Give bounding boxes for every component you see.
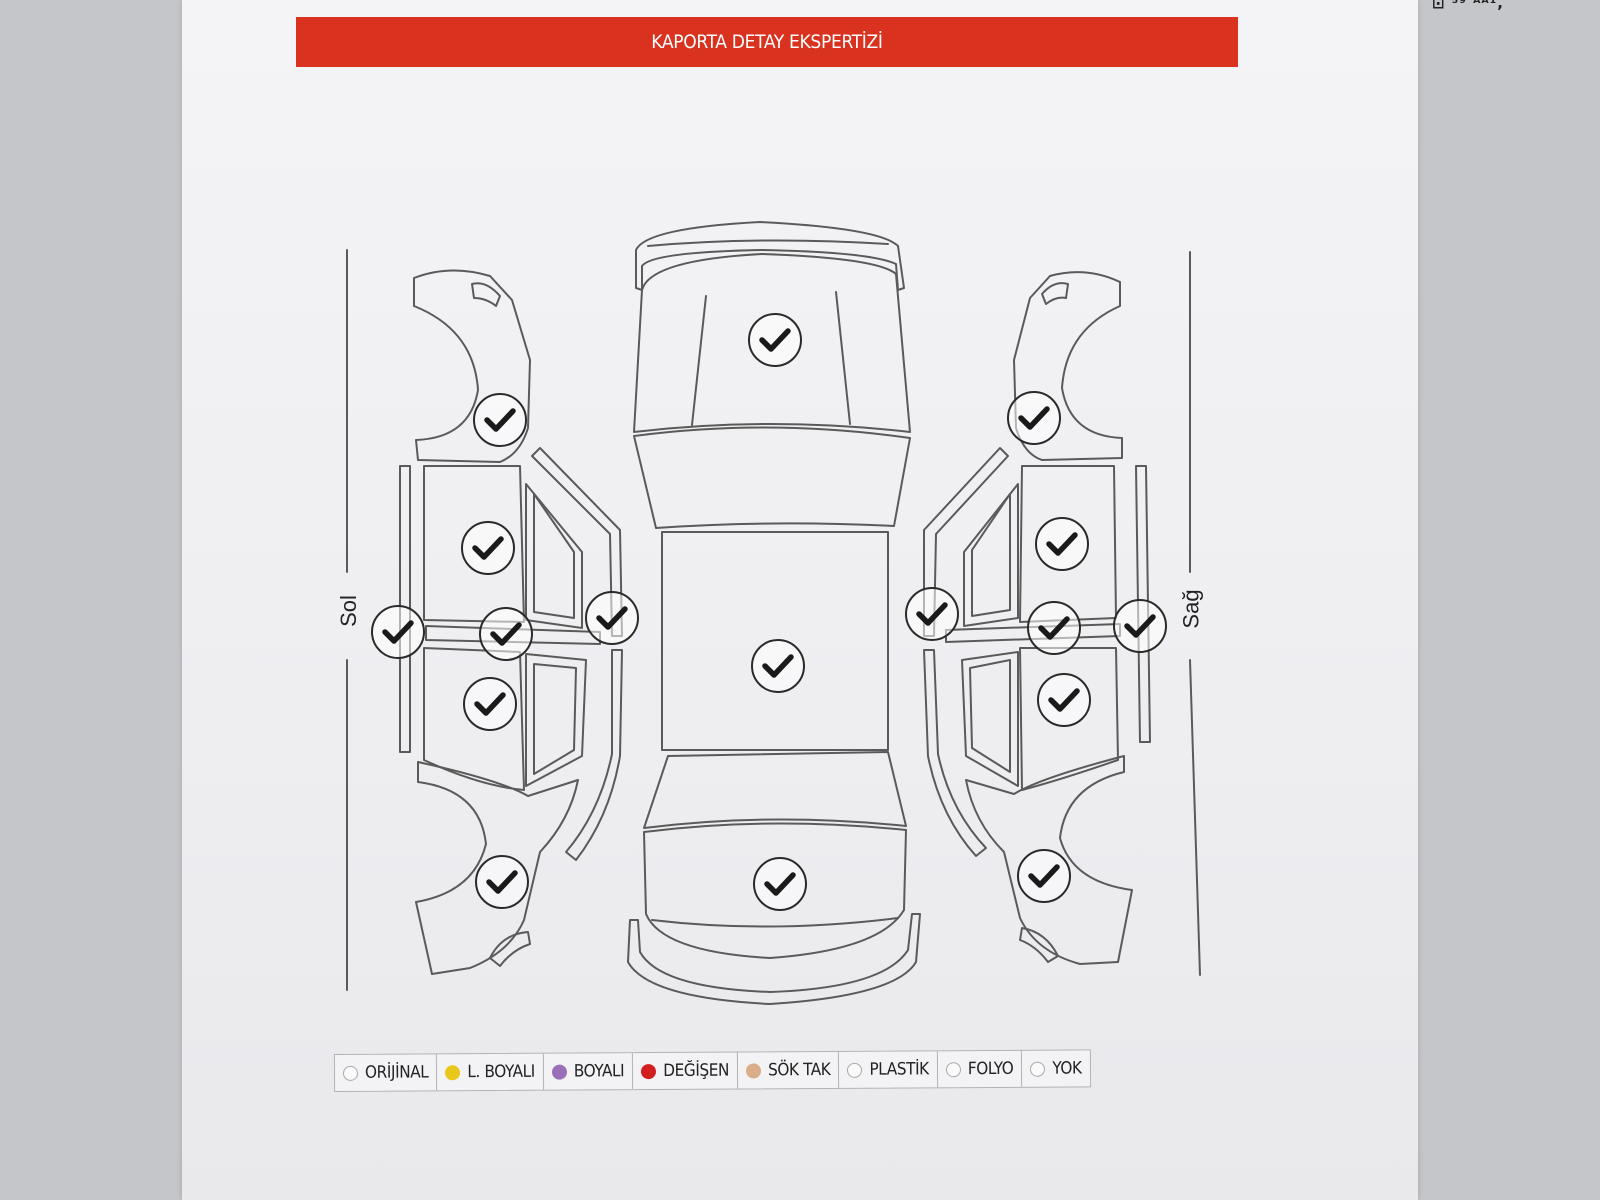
hood-outline [633, 253, 911, 433]
left-b-pillar-status-badge[interactable] [479, 607, 533, 661]
foil-swatch-icon [945, 1061, 961, 1077]
right-roof-rail-status-badge[interactable] [905, 587, 959, 641]
check-icon [490, 622, 522, 646]
legend-label: FOLYO [967, 1058, 1014, 1080]
status-legend: ORİJİNAL L. BOYALI BOYALI DEĞİŞEN SÖK TA… [333, 1049, 1091, 1092]
check-icon [1038, 616, 1070, 640]
left-roof-rail-status-badge[interactable] [585, 591, 639, 645]
check-icon [1028, 864, 1060, 888]
left-sill-bar [425, 625, 601, 645]
rear-window [643, 751, 907, 829]
right-b-pillar-status-badge[interactable] [1027, 601, 1081, 655]
check-icon [596, 606, 628, 630]
right-front-door-status-badge[interactable] [1035, 517, 1089, 571]
left-c-pillar [565, 649, 623, 861]
legend-item-light-painted: L. BOYALI [437, 1053, 544, 1091]
plastic-swatch-icon [847, 1062, 863, 1078]
legend-item-replaced: DEĞİŞEN [633, 1052, 739, 1090]
check-icon [1124, 614, 1156, 638]
legend-label: YOK [1052, 1058, 1082, 1079]
section-title-bar: KAPORTA DETAY EKSPERTİZİ [296, 17, 1238, 67]
check-icon [1048, 688, 1080, 712]
left-rear-fender-outline [415, 761, 579, 975]
left-rear-door-status-badge[interactable] [463, 677, 517, 731]
right-front-window [963, 483, 1019, 627]
left-front-fender-status-badge[interactable] [473, 393, 527, 447]
trunk-outline [643, 822, 907, 959]
none-swatch-icon [1030, 1061, 1046, 1077]
right-rear-fender-outline [965, 755, 1133, 965]
roof-outline [661, 531, 889, 751]
original-swatch-icon [342, 1065, 359, 1081]
left-side-label: Sol [335, 595, 361, 627]
right-c-pillar [923, 649, 987, 857]
legend-item-removed-refitted: SÖK TAK [737, 1051, 840, 1089]
legend-label: BOYALI [573, 1061, 625, 1082]
check-icon [1018, 406, 1050, 430]
left-front-door-status-badge[interactable] [461, 521, 515, 575]
right-side-label: Sağ [1178, 589, 1204, 629]
legend-item-foil: FOLYO [937, 1050, 1023, 1088]
check-icon [916, 602, 948, 626]
light-painted-swatch-icon [445, 1064, 461, 1080]
check-icon [759, 328, 791, 352]
car-top-view [627, 221, 921, 1005]
left-rear-fender-status-badge[interactable] [475, 855, 529, 909]
right-rear-window [961, 651, 1019, 787]
right-rear-door-status-badge[interactable] [1037, 673, 1091, 727]
legend-label: L. BOYALI [467, 1061, 535, 1083]
windshield [633, 426, 911, 529]
check-icon [472, 536, 504, 560]
right-rear-fender-status-badge[interactable] [1017, 849, 1071, 903]
check-icon [486, 870, 518, 894]
inspection-sheet [182, 0, 1418, 1200]
legend-label: SÖK TAK [768, 1059, 831, 1081]
right-side-line-bottom [1189, 659, 1201, 976]
rear-bumper [627, 913, 921, 1005]
right-sill-status-badge[interactable] [1113, 599, 1167, 653]
check-icon [762, 654, 794, 678]
left-rear-window [525, 653, 587, 787]
check-icon [382, 620, 414, 644]
left-sill-status-badge[interactable] [371, 605, 425, 659]
left-front-window [525, 483, 583, 629]
right-front-fender-outline [1013, 271, 1123, 461]
legend-item-original: ORİJİNAL [334, 1054, 438, 1091]
legend-item-none: YOK [1022, 1050, 1089, 1086]
check-icon [764, 872, 796, 896]
check-icon [474, 692, 506, 716]
roof-status-badge[interactable] [751, 639, 805, 693]
legend-label: PLASTİK [869, 1059, 929, 1080]
check-icon [1046, 532, 1078, 556]
removed-refitted-swatch-icon [746, 1062, 762, 1078]
trunk-status-badge[interactable] [753, 857, 807, 911]
page-corner-mark: ⊡ ⁵⁹ ᴬᴬ¹, [1431, 0, 1504, 12]
section-title: KAPORTA DETAY EKSPERTİZİ [651, 31, 883, 53]
right-rear-door-outline [1019, 647, 1119, 791]
legend-label: ORİJİNAL [364, 1062, 429, 1083]
legend-item-plastic: PLASTİK [839, 1051, 938, 1088]
legend-label: DEĞİŞEN [663, 1060, 730, 1081]
left-front-fender-outline [413, 269, 531, 463]
replaced-swatch-icon [641, 1063, 657, 1079]
painted-swatch-icon [551, 1064, 567, 1080]
right-front-fender-status-badge[interactable] [1007, 391, 1061, 445]
legend-item-painted: BOYALI [543, 1053, 634, 1090]
hood-status-badge[interactable] [748, 313, 802, 367]
left-rear-door-outline [423, 647, 525, 791]
check-icon [484, 408, 516, 432]
front-bumper [635, 221, 905, 291]
